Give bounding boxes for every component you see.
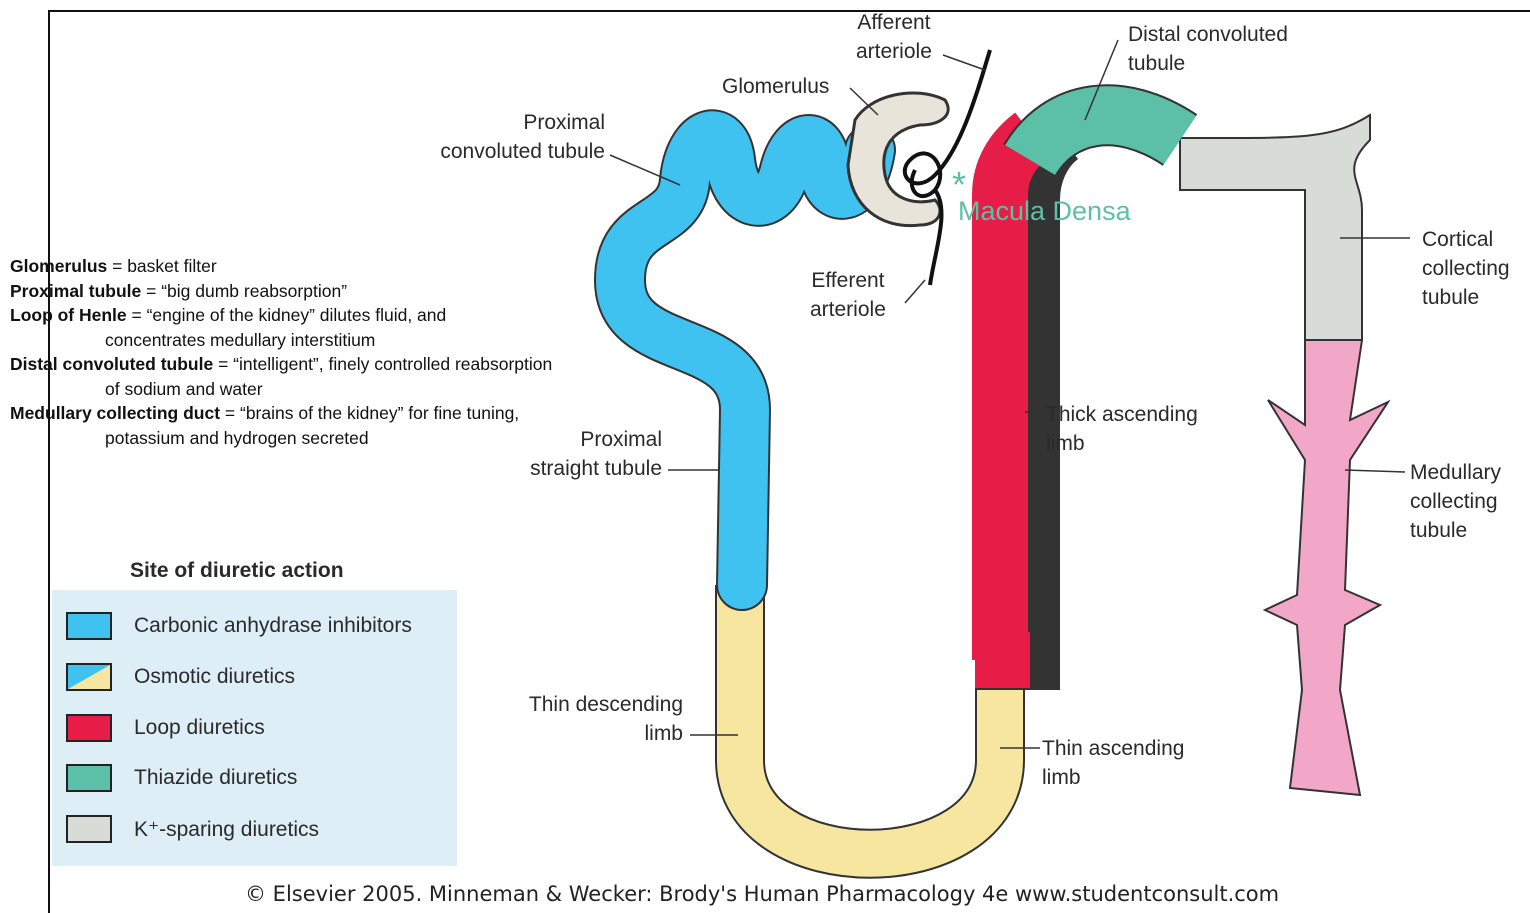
legend-label: Thiazide diuretics: [134, 766, 297, 790]
legend-swatch-gray: [66, 815, 112, 843]
legend-swatch-red: [66, 714, 112, 742]
function-notes: Glomerulus = basket filter Proximal tubu…: [10, 254, 552, 450]
legend-item-loop: Loop diuretics: [66, 711, 265, 745]
cortical-collecting-tubule: [1180, 115, 1370, 340]
medullary-collecting-tubule: [1265, 340, 1388, 795]
note-medullary-collecting-duct: Medullary collecting duct = “brains of t…: [10, 401, 552, 450]
legend-label: Loop diuretics: [134, 716, 265, 740]
label-glomerulus: Glomerulus: [722, 72, 829, 101]
note-proximal-tubule: Proximal tubule = “big dumb reabsorption…: [10, 279, 552, 304]
legend-label: Carbonic anhydrase inhibitors: [134, 614, 412, 638]
legend-item-osmotic: Osmotic diuretics: [66, 660, 295, 694]
note-loop-of-henle: Loop of Henle = “engine of the kidney” d…: [10, 303, 552, 352]
legend-swatch-green: [66, 764, 112, 792]
legend-swatch-split: [66, 663, 112, 691]
legend-label: Osmotic diuretics: [134, 665, 295, 689]
legend-item-thiazide: Thiazide diuretics: [66, 761, 297, 795]
legend-title: Site of diuretic action: [130, 559, 344, 583]
legend-item-carbonic-anhydrase: Carbonic anhydrase inhibitors: [66, 609, 412, 643]
legend-swatch-blue: [66, 612, 112, 640]
copyright-text: © Elsevier 2005. Minneman & Wecker: Brod…: [245, 882, 1279, 906]
macula-densa-label: Macula Densa: [958, 196, 1131, 227]
note-glomerulus: Glomerulus = basket filter: [10, 254, 552, 279]
legend-label: K⁺-sparing diuretics: [134, 817, 319, 842]
legend-item-k-sparing: K⁺-sparing diuretics: [66, 812, 319, 846]
note-distal-convoluted-tubule: Distal convoluted tubule = “intelligent”…: [10, 352, 552, 401]
